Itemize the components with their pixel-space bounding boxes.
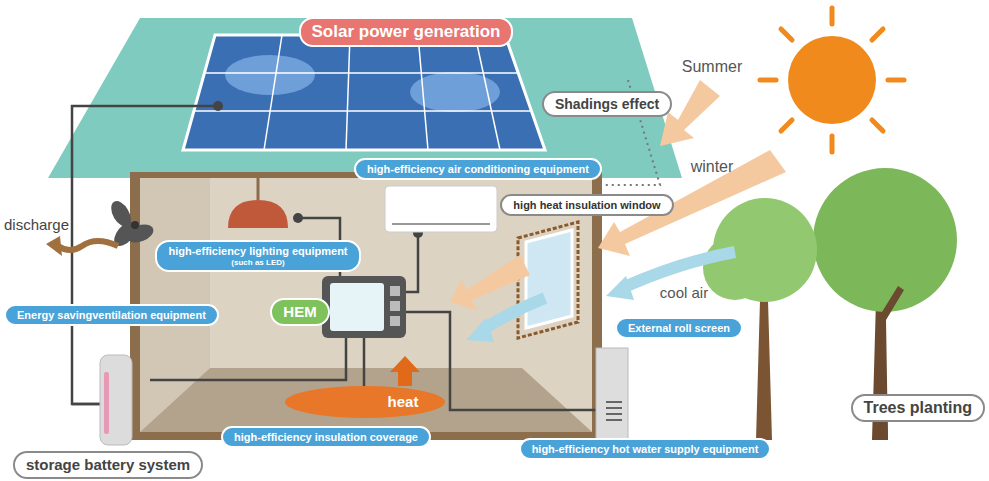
equipment-label: high-efficiency hot water supply equipme…: [519, 438, 772, 461]
discharge-arrowhead: [46, 236, 62, 256]
sun: [760, 8, 904, 152]
equipment-label: Energy savingventilation equipment: [4, 304, 219, 327]
callout-box: high heat insulation window: [500, 194, 673, 217]
sun-ray: [872, 120, 883, 131]
callout-box: Shadings effect: [542, 91, 672, 117]
cool-air-arrow-inside: [482, 298, 545, 330]
callout-box: storage battery system: [13, 451, 203, 478]
sun-ray: [888, 78, 904, 83]
node-text: high-efficiency air conditioning equipme…: [367, 163, 589, 176]
node-text: Shadings effect: [555, 96, 659, 112]
window-glass: [526, 230, 572, 328]
hems-button: [390, 301, 400, 311]
hems-label: HEM: [270, 298, 329, 325]
sun-ray: [830, 136, 835, 152]
node-text: high-efficiency hot water supply equipme…: [532, 443, 759, 456]
lamp-shade: [228, 200, 288, 228]
tree-canopy: [703, 236, 767, 300]
node-text: storage battery system: [26, 456, 190, 473]
hems-screen: [330, 283, 384, 331]
battery-strip: [104, 372, 109, 434]
hot-water-vents: [606, 402, 622, 420]
sun-ray: [830, 8, 835, 24]
node-text: Energy savingventilation equipment: [17, 309, 206, 322]
node-text: Trees planting: [864, 399, 972, 417]
equipment-label: high-efficiency air conditioning equipme…: [354, 158, 602, 181]
equipment-label: External roll screen: [615, 317, 743, 340]
node-text: External roll screen: [628, 322, 730, 335]
node-text: high-efficiency insulation coverage: [234, 431, 418, 444]
solar-panel-frame: [183, 35, 545, 150]
hot-water-unit: [596, 348, 628, 440]
node-text: high heat insulation window: [513, 199, 660, 212]
air-conditioner: [385, 186, 497, 232]
season-label: winter: [691, 158, 734, 176]
winter-arrow-inside: [450, 255, 530, 310]
season-label: Summer: [682, 58, 742, 76]
cool-air-arrowhead: [606, 276, 634, 300]
callout-box: Trees planting: [851, 394, 985, 422]
summer-arrow: [660, 80, 720, 146]
equipment-label: high-efficiency insulation coverage: [221, 426, 431, 449]
heat-label: heat: [388, 393, 419, 410]
discharge-label: discharge: [4, 216, 69, 233]
sun-ray: [781, 120, 792, 131]
solar-panel: [183, 35, 545, 150]
cool-air-arrowhead: [466, 318, 494, 342]
discharge-arrow: [58, 241, 118, 250]
node-text: (such as LED): [168, 258, 347, 267]
hems-device: [322, 276, 406, 338]
node-text: Solar power generation: [312, 22, 501, 42]
solar-panel-grid: [195, 35, 531, 150]
cool-air-arrow: [622, 252, 735, 288]
equipment-label: high-efficiency lighting equipment(such …: [155, 240, 360, 272]
wiring: [72, 106, 604, 410]
storage-battery: [100, 355, 132, 445]
roof: [48, 18, 682, 178]
cloud-reflection: [225, 55, 315, 95]
solar-label: Solar power generation: [299, 17, 514, 47]
tree-canopy: [813, 168, 957, 312]
heat-arrow: [390, 356, 420, 386]
floor-heat: [285, 386, 445, 418]
wire: [150, 336, 346, 380]
roll-screen-outline: [518, 222, 578, 338]
hems-button: [390, 286, 400, 296]
node-text: HEM: [283, 303, 316, 320]
sun-ray: [872, 29, 883, 40]
sun-ray: [781, 29, 792, 40]
wire-dots: [115, 101, 609, 415]
window: [518, 222, 578, 338]
node-text: high-efficiency lighting equipment: [168, 245, 347, 258]
lamp-cord: [257, 178, 260, 200]
air-conditioner-vent: [392, 223, 490, 225]
wire: [404, 233, 418, 292]
hems-button: [390, 316, 400, 326]
room-floor: [140, 368, 592, 432]
air-label: cool air: [660, 284, 708, 301]
sun-disc: [788, 36, 876, 124]
sun-ray: [760, 78, 776, 83]
